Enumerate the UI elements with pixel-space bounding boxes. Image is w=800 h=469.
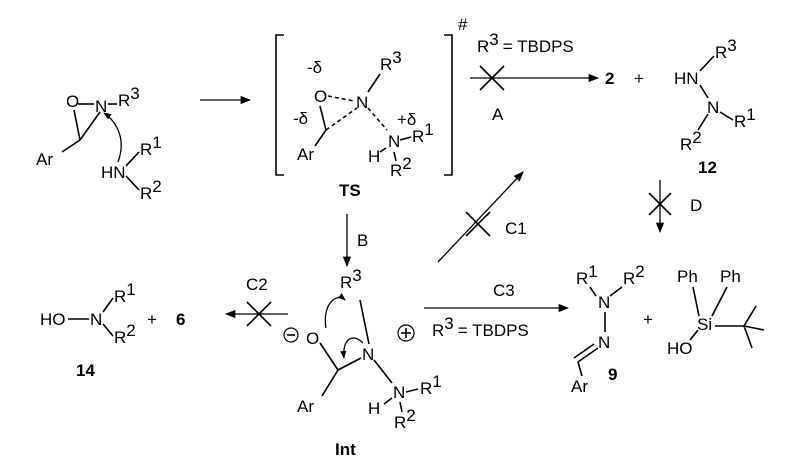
plus-2-12: + xyxy=(634,69,644,88)
plus-9-silanol: + xyxy=(643,310,653,329)
amine-structure: HN R1 R2 xyxy=(101,133,162,203)
silanol-ph-left: Ph xyxy=(677,267,698,286)
int-r2: R2 xyxy=(394,406,416,432)
int-o: O xyxy=(306,329,319,348)
int-minus-charge xyxy=(283,327,299,343)
silanol-ph-right: Ph xyxy=(720,267,741,286)
int-plus-charge xyxy=(397,324,415,342)
ts-h: H xyxy=(368,147,380,166)
hydrazone-r1: R1 xyxy=(576,262,598,288)
hydrazine-hn: HN xyxy=(674,69,699,88)
hydrazone-9-structure: R1 R2 N N Ar xyxy=(571,262,645,396)
int-curly-arrow-o xyxy=(324,293,346,329)
product-6-label: 6 xyxy=(176,310,185,329)
hydroxylamine-r1: R1 xyxy=(114,280,136,306)
ts-n-amine: N xyxy=(388,132,400,151)
product-2-label: 2 xyxy=(605,69,614,88)
ts-partial-minus-c: -δ xyxy=(293,109,308,128)
hydrazone-n2: N xyxy=(598,333,610,352)
amine-r2: R2 xyxy=(140,177,162,203)
oxaziridine-structure: O N R3 Ar xyxy=(36,84,140,169)
int-n: N xyxy=(362,345,374,364)
pathway-c3-label: C3 xyxy=(493,281,515,300)
oxaziridine-n: N xyxy=(95,97,107,116)
ts-r2: R2 xyxy=(390,154,412,180)
hydroxylamine-14-structure: HO N R1 R2 xyxy=(40,280,136,347)
pathway-d-label: D xyxy=(690,196,702,215)
ts-label: TS xyxy=(339,181,361,200)
pathway-b-label: B xyxy=(357,231,368,250)
pathway-c1-label: C1 xyxy=(505,219,527,238)
product-9-label: 9 xyxy=(608,365,617,384)
oxaziridine-o: O xyxy=(66,92,79,111)
attack-curly-arrow xyxy=(103,112,122,163)
plus-14-6: + xyxy=(147,310,157,329)
int-label: Int xyxy=(335,440,356,459)
int-n-amine: N xyxy=(393,383,405,402)
amine-r1: R1 xyxy=(140,133,162,159)
arrow-pathway-c1 xyxy=(437,171,524,263)
product-12-label: 12 xyxy=(698,158,717,177)
hydrazine-r1: R1 xyxy=(734,105,756,131)
pathway-c3-condition: R3= TBDPS xyxy=(432,314,529,340)
ts-double-dagger: # xyxy=(458,15,468,34)
pathway-a-condition-r: R3= TBDPS xyxy=(477,30,574,56)
ts-partial-minus-o: -δ xyxy=(307,58,322,77)
int-r3: R3 xyxy=(340,266,362,292)
int-curly-arrow-n xyxy=(340,337,364,359)
silanol-si: Si xyxy=(697,315,712,334)
product-14-label: 14 xyxy=(76,361,95,380)
int-r1: R1 xyxy=(420,372,442,398)
ts-n: N xyxy=(356,93,368,112)
intermediate-structure: O R3 N N R1 H R2 Ar xyxy=(283,266,442,432)
pathway-a-label: A xyxy=(492,105,504,124)
silanol-structure: Ph Ph Si HO xyxy=(667,267,765,358)
hydrazine-r3: R3 xyxy=(715,36,737,62)
int-h: H xyxy=(368,399,380,418)
amine-hn: HN xyxy=(101,163,126,182)
hydrazine-12-structure: HN R3 N R1 R2 xyxy=(674,36,756,154)
ts-r3: R3 xyxy=(380,48,402,74)
silanol-ho: HO xyxy=(667,339,693,358)
int-ar: Ar xyxy=(297,397,314,416)
hydroxylamine-ho: HO xyxy=(40,310,66,329)
oxaziridine-r3: R3 xyxy=(118,84,140,110)
hydrazone-r2: R2 xyxy=(623,262,645,288)
pathway-c2-label: C2 xyxy=(246,275,268,294)
hydroxylamine-n: N xyxy=(90,310,102,329)
ts-o: O xyxy=(314,87,327,106)
ts-partial-plus: +δ xyxy=(397,110,416,129)
ts-ar: Ar xyxy=(297,145,314,164)
ts-r1: R1 xyxy=(412,120,434,146)
hydrazone-ar: Ar xyxy=(571,377,588,396)
hydroxylamine-r2: R2 xyxy=(114,321,136,347)
hydrazine-r2: R2 xyxy=(680,128,702,154)
hydrazone-n1: N xyxy=(598,293,610,312)
transition-state: # -δ O -δ N R3 +δ N R1 H R2 Ar xyxy=(275,15,468,180)
hydrazine-n: N xyxy=(707,98,719,117)
oxaziridine-ar: Ar xyxy=(36,150,53,169)
